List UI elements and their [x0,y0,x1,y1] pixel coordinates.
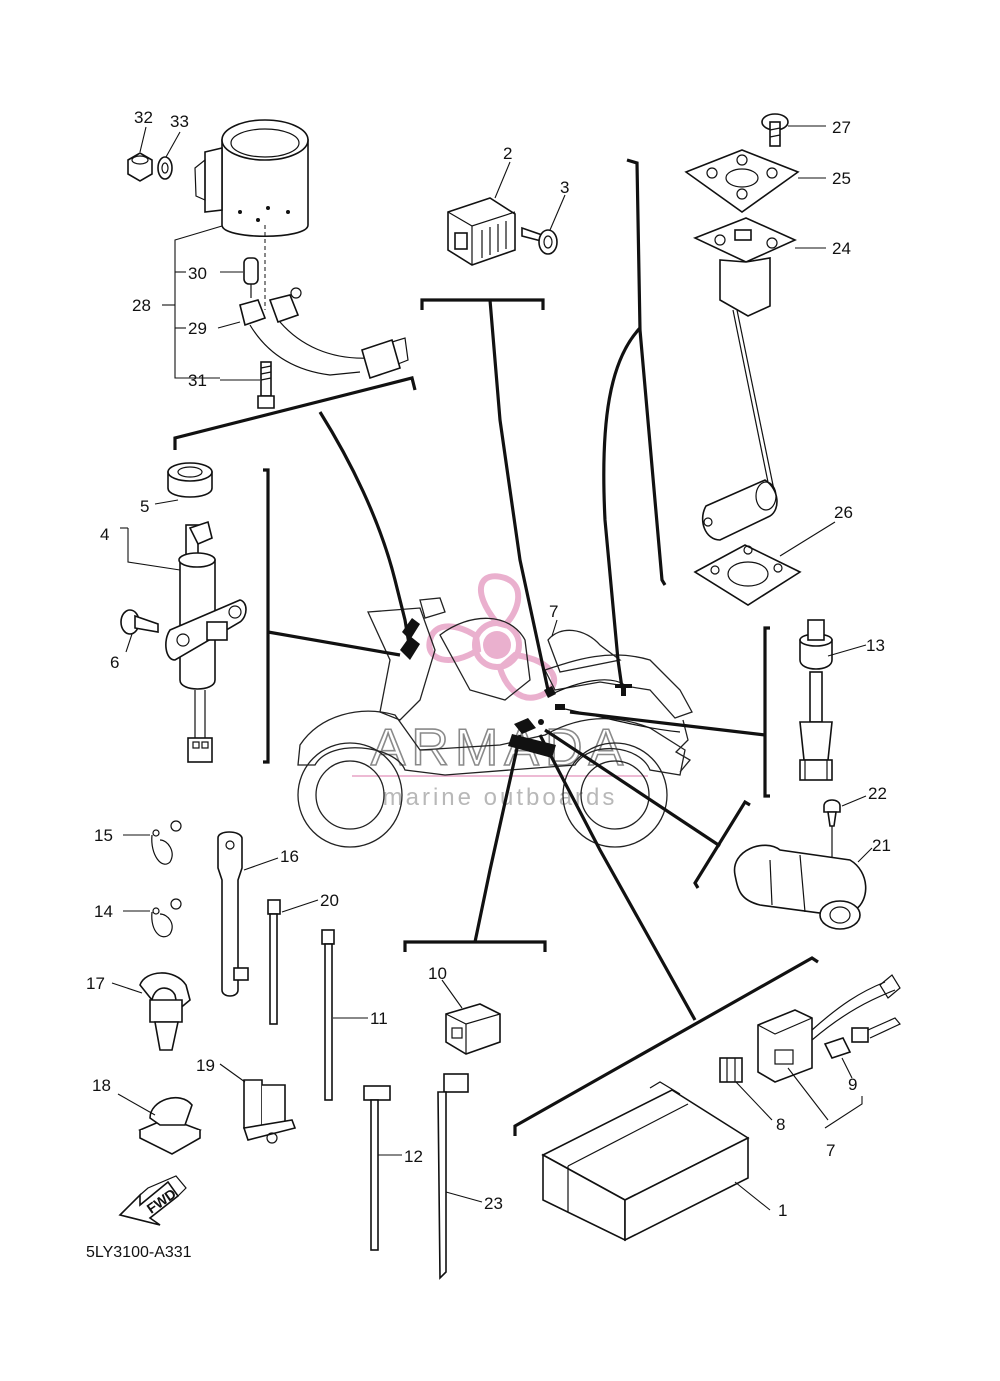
callout-20: 20 [320,891,339,910]
drawing-code: 5LY3100-A331 [86,1244,192,1261]
band-12 [363,1085,391,1251]
watermark-brand: ARMADA [371,719,629,777]
callout-12: 12 [404,1147,423,1166]
callout-25: 25 [832,169,851,188]
callout-7-harness: 7 [826,1141,835,1160]
screw-31 [257,361,275,409]
callout-21: 21 [872,836,891,855]
clamp-14 [151,898,182,938]
coupler-9 [823,1017,901,1059]
bolt-3 [521,226,558,255]
callout-31: 31 [188,371,207,390]
callout-13: 13 [866,636,885,655]
relay-21 [733,844,867,930]
callout-3: 3 [560,178,569,197]
callout-15: 15 [94,826,113,845]
callout-28: 28 [132,296,151,315]
callout-5: 5 [140,497,149,516]
callout-24: 24 [832,239,851,258]
callout-27: 27 [832,118,851,137]
harness-clamps-on-frame [400,618,681,758]
gasket-26 [693,544,802,606]
callout-18: 18 [92,1076,111,1095]
bolt-6 [120,609,159,635]
callout-32: 32 [134,108,153,127]
callout-23: 23 [484,1194,503,1213]
main-switch-4 [165,520,247,763]
callout-labels: 1 2 3 4 5 6 7 7 8 9 10 11 12 13 14 15 16… [86,108,891,1220]
bulb-30 [243,257,259,298]
clip-19 [242,1079,297,1144]
callout-17: 17 [86,974,105,993]
fuel-sender-24 [692,217,797,493]
relay-10 [445,1003,501,1055]
callout-9: 9 [848,1075,857,1094]
callout-7-frame: 7 [549,602,558,621]
band-23 [437,1073,469,1280]
callout-10: 10 [428,964,447,983]
meter-harness-29 [239,287,409,380]
rivet-22 [823,799,841,827]
callout-30: 30 [188,264,207,283]
wire-harness-7 [757,974,901,1083]
clamp-15 [151,820,182,865]
screw-27 [761,113,789,147]
coupler-8 [719,1057,743,1083]
ecu-box-1 [541,1081,750,1242]
callout-6: 6 [110,653,119,672]
float-24 [701,479,778,541]
callout-26: 26 [834,503,853,522]
nut-32 [127,152,153,182]
meter-assembly-28 [194,119,309,310]
band-20 [267,899,281,1025]
callout-22: 22 [868,784,887,803]
callout-4: 4 [100,525,109,544]
gasket-25 [684,149,800,213]
clamp-17 [139,972,191,1051]
watermark: ARMADA marine outboards [352,573,648,811]
callout-33: 33 [170,112,189,131]
washer-33 [157,156,173,180]
scooter-outline [297,597,693,848]
stay-16 [217,831,249,997]
callout-16: 16 [280,847,299,866]
callout-8: 8 [776,1115,785,1134]
callout-29: 29 [188,319,207,338]
band-11 [321,929,335,1101]
callout-2: 2 [503,144,512,163]
callout-19: 19 [196,1056,215,1075]
holder-18 [138,1096,202,1155]
callout-14: 14 [94,902,113,921]
sensor-13 [799,619,833,781]
grommet-5 [167,462,213,498]
callout-11: 11 [370,1009,388,1028]
callout-1: 1 [778,1201,787,1220]
relay-2 [447,197,516,266]
fwd-direction-arrow: FWD [118,1175,187,1226]
